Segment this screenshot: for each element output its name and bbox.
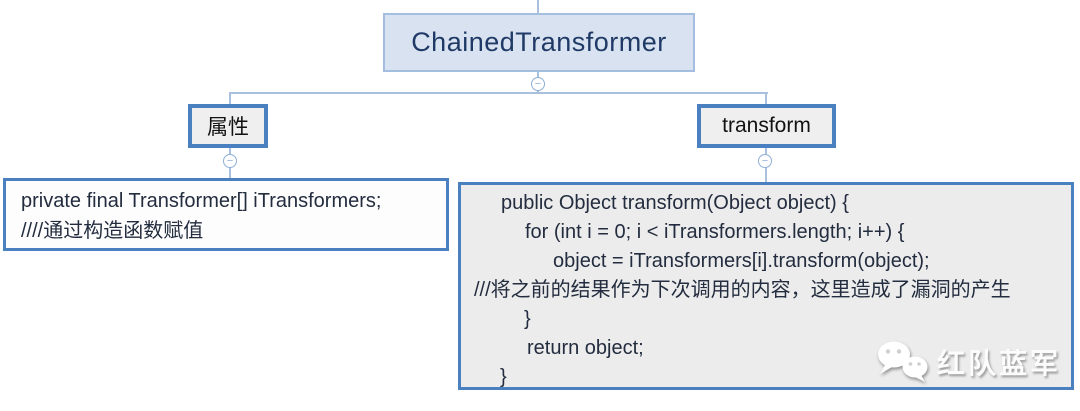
connector-parent-to-root: [537, 0, 539, 14]
connector-branch-to-transform: [765, 92, 767, 105]
watermark: 红队蓝军: [876, 336, 1074, 388]
minus-glyph: −: [534, 77, 542, 90]
code-line: private final Transformer[] iTransformer…: [21, 190, 382, 212]
node-attributes[interactable]: 属性: [188, 104, 268, 148]
attr-code-node[interactable]: private final Transformer[] iTransformer…: [3, 178, 449, 251]
collapse-minus-icon[interactable]: −: [223, 154, 237, 168]
wechat-icon: [878, 341, 928, 382]
node-attributes-label: 属性: [207, 116, 249, 139]
code-line: return object;: [527, 337, 644, 359]
collapse-minus-icon[interactable]: −: [531, 77, 545, 91]
connector-branch-to-attr: [229, 92, 231, 105]
connector-branch-horizontal: [229, 92, 768, 94]
code-line: object = iTransformers[i].transform(obje…: [553, 250, 930, 272]
code-line: public Object transform(Object object) {: [501, 192, 849, 214]
code-line: }: [500, 366, 507, 388]
code-line: }: [524, 308, 531, 330]
watermark-label: 红队蓝军: [937, 348, 1062, 379]
code-line: for (int i = 0; i < iTransformers.length…: [525, 221, 905, 243]
node-transform[interactable]: transform: [697, 104, 836, 148]
transform-code-node[interactable]: public Object transform(Object object) {…: [458, 182, 1074, 390]
code-line: ////通过构造函数赋值: [21, 220, 204, 242]
root-node-chainedtransformer[interactable]: ChainedTransformer: [383, 13, 695, 72]
node-transform-label: transform: [722, 114, 811, 137]
minus-glyph: −: [226, 154, 234, 167]
code-line: ///将之前的结果作为下次调用的内容，这里造成了漏洞的产生: [474, 279, 1011, 301]
root-node-label: ChainedTransformer: [411, 27, 667, 57]
minus-glyph: −: [761, 154, 769, 167]
collapse-minus-icon[interactable]: −: [758, 154, 772, 168]
